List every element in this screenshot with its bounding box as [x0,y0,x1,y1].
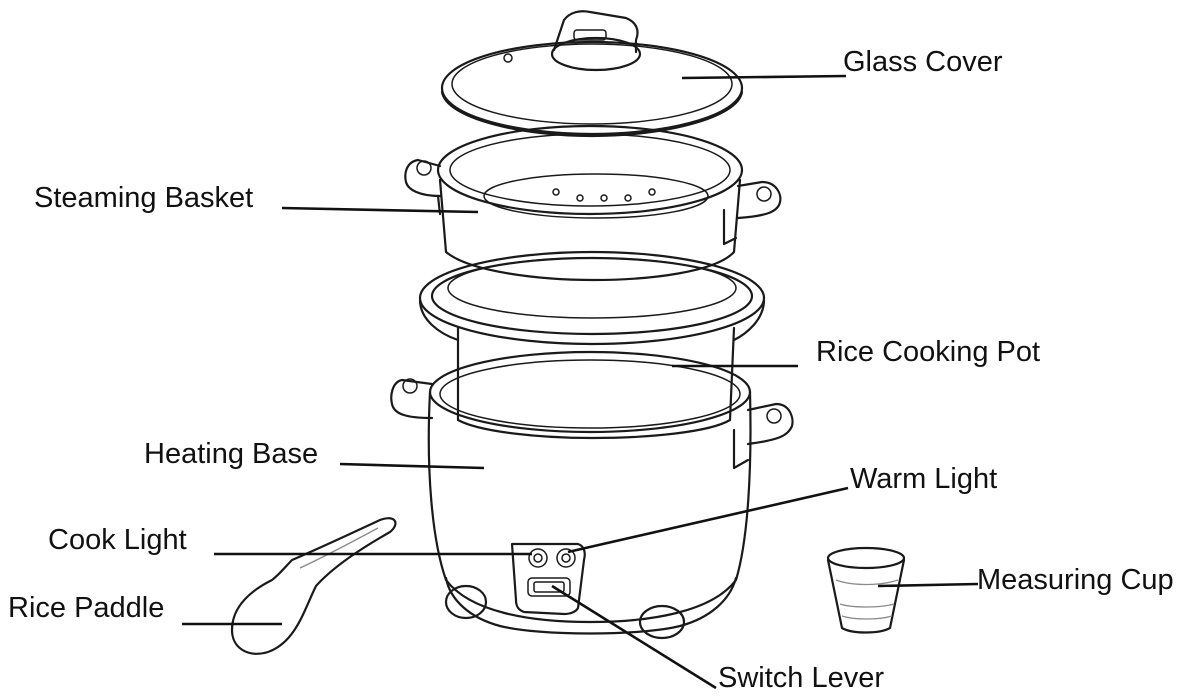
label-steaming-basket: Steaming Basket [34,182,254,214]
switch-lever-leader [551,584,717,690]
label-cook-light: Cook Light [48,524,187,556]
measuring-cup [826,546,906,634]
glass-cover-leader [681,74,847,80]
glass-cover [440,10,744,138]
steaming-basket-leader [281,206,479,214]
label-glass-cover: Glass Cover [843,46,1003,78]
heating-base-leader [339,462,485,470]
label-measuring-cup: Measuring Cup [977,564,1174,596]
label-heating-base: Heating Base [144,438,319,470]
heating-base [390,350,794,640]
warm-light-leader [567,486,849,554]
label-warm-light: Warm Light [850,463,998,495]
label-rice-paddle: Rice Paddle [8,592,165,624]
measuring-cup-leader [877,582,979,588]
rice-paddle [230,517,397,655]
rice-cooking-pot [418,250,766,440]
label-rice-cooking-pot: Rice Cooking Pot [816,336,1041,368]
steaming-basket [404,124,782,282]
label-switch-lever: Switch Lever [718,662,885,694]
